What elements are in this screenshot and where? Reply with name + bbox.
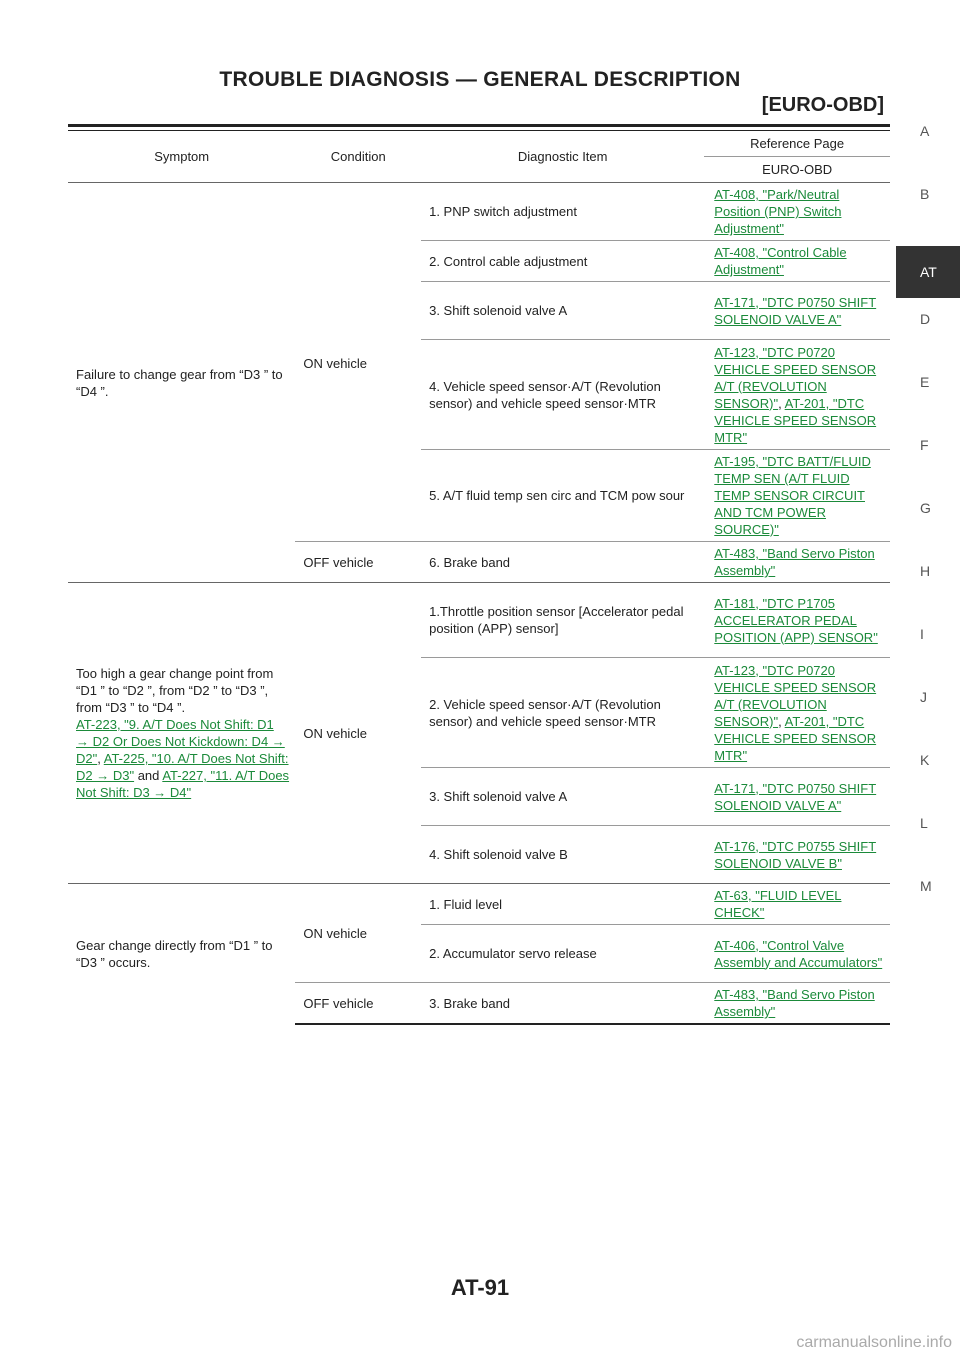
and-text: and [137, 768, 160, 783]
diagnostic-cell: 3. Shift solenoid valve A [421, 281, 705, 340]
table-row: 3. Shift solenoid valve A AT-171, "DTC P… [68, 281, 890, 340]
reference-link[interactable]: AT-201, "DTC VEHICLE SPEED SENSOR MTR" [714, 395, 877, 445]
diagnostic-cell: 1. Fluid level [421, 883, 705, 925]
reference-link[interactable]: AT-223, "9. A/T Does Not Shift: D1 → D2 … [76, 717, 285, 766]
reference-link[interactable]: AT-123, "DTC P0720 VEHICLE SPEED SENSOR … [714, 344, 877, 411]
col-reference: Reference Page [704, 131, 890, 157]
table-row: 4. Vehicle speed sensor·A/T (Revolution … [68, 339, 890, 450]
tab-f[interactable]: F [920, 437, 929, 453]
table-row: 2. Vehicle speed sensor·A/T (Revolution … [68, 657, 890, 768]
tab-a[interactable]: A [920, 123, 930, 139]
watermark: carmanualsonline.info [796, 1334, 952, 1351]
diagnostic-cell: 1. PNP switch adjustment [421, 182, 705, 241]
table-row: Gear change directly from “D1 ” to “D3 ”… [68, 883, 890, 1024]
tab-j[interactable]: J [920, 689, 927, 705]
header-rule [68, 124, 890, 127]
header-row: Symptom Condition Diagnostic Item Refere… [68, 131, 890, 183]
tab-k[interactable]: K [920, 752, 930, 768]
reference-link[interactable]: AT-63, "FLUID LEVEL CHECK" [714, 888, 842, 920]
table-row: 2. Accumulator servo release AT-406, "Co… [68, 924, 890, 983]
tab-e[interactable]: E [920, 374, 930, 390]
condition-cell: OFF vehicle [295, 541, 422, 583]
col-condition: Condition [295, 131, 422, 183]
page-number: AT-91 [450, 1275, 510, 1300]
diagnostic-cell: 2. Vehicle speed sensor·A/T (Revolution … [421, 657, 705, 768]
page-subtitle: [EURO-OBD] [761, 94, 884, 116]
header-rule-thin [68, 130, 890, 131]
condition-cell: ON vehicle [295, 883, 422, 983]
reference-link[interactable]: AT-195, "DTC BATT/FLUID TEMP SEN (A/T FL… [714, 454, 871, 537]
diagnostic-cell: 6. Brake band [421, 541, 705, 583]
reference-link[interactable]: AT-483, "Band Servo Piston Assembly" [714, 987, 875, 1019]
condition-cell: OFF vehicle [295, 982, 422, 1025]
condition-cell: ON vehicle [295, 582, 422, 884]
diagnostic-cell: 2. Accumulator servo release [421, 924, 705, 983]
table-row: 5. A/T fluid temp sen circ and TCM pow s… [68, 449, 890, 542]
reference-link[interactable]: AT-225, "10. A/T Does Not Shift: D2 → D3… [76, 751, 289, 783]
page-title: TROUBLE DIAGNOSIS — GENERAL DESCRIPTION [219, 68, 741, 91]
reference-link[interactable]: AT-406, "Control Valve Assembly and Accu… [714, 937, 883, 970]
reference-link[interactable]: AT-171, "DTC P0750 SHIFT SOLENOID VALVE … [714, 294, 877, 327]
table-row: 2. Control cable adjustment AT-408, "Con… [68, 240, 890, 282]
condition-cell: ON vehicle [295, 182, 422, 542]
symptom-text: Too high a gear change point from “D1 ” … [76, 666, 274, 715]
tab-b[interactable]: B [920, 186, 930, 202]
tab-d[interactable]: D [920, 311, 931, 327]
table-row: Too high a gear change point from “D1 ” … [68, 582, 890, 884]
diagnostic-cell: 3. Shift solenoid valve A [421, 767, 705, 826]
col-diagnostic: Diagnostic Item [421, 131, 705, 183]
tab-i[interactable]: I [920, 626, 924, 642]
diagnostic-cell: 1.Throttle position sensor [Accelerator … [421, 582, 705, 658]
tab-at[interactable]: AT [896, 246, 960, 298]
table-row: OFF vehicle 3. Brake band AT-483, "Band … [68, 982, 890, 1025]
reference-link[interactable]: AT-123, "DTC P0720 VEHICLE SPEED SENSOR … [714, 662, 877, 729]
section-tabs: A B AT D E F G H I J K L M [896, 120, 960, 938]
diagnostic-cell: 5. A/T fluid temp sen circ and TCM pow s… [421, 449, 705, 542]
reference-link[interactable]: AT-171, "DTC P0750 SHIFT SOLENOID VALVE … [714, 780, 877, 813]
table-row: Failure to change gear from “D3 ” to “D4… [68, 182, 890, 583]
diagnostic-cell: 3. Brake band [421, 982, 705, 1025]
diagnosis-table: Symptom Condition Diagnostic Item Refere… [68, 131, 890, 1025]
tab-g[interactable]: G [920, 500, 931, 516]
reference-link[interactable]: AT-181, "DTC P1705 ACCELERATOR PEDAL POS… [714, 595, 878, 645]
tab-l[interactable]: L [920, 815, 928, 831]
tab-m[interactable]: M [920, 878, 932, 894]
reference-link[interactable]: AT-176, "DTC P0755 SHIFT SOLENOID VALVE … [714, 838, 877, 871]
table-row: 3. Shift solenoid valve A AT-171, "DTC P… [68, 767, 890, 826]
table-row: 4. Shift solenoid valve B AT-176, "DTC P… [68, 825, 890, 884]
symptom-cell: Failure to change gear from “D3 ” to “D4… [68, 182, 296, 583]
diagnostic-cell: 2. Control cable adjustment [421, 240, 705, 282]
diagnostic-cell: 4. Shift solenoid valve B [421, 825, 705, 884]
tab-h[interactable]: H [920, 563, 931, 579]
reference-link[interactable]: AT-483, "Band Servo Piston Assembly" [714, 546, 875, 578]
symptom-cell: Too high a gear change point from “D1 ” … [68, 582, 296, 884]
reference-link[interactable]: AT-201, "DTC VEHICLE SPEED SENSOR MTR" [714, 713, 877, 763]
reference-link[interactable]: AT-408, "Park/Neutral Position (PNP) Swi… [714, 187, 842, 236]
symptom-cell: Gear change directly from “D1 ” to “D3 ”… [68, 883, 296, 1024]
diagnostic-cell: 4. Vehicle speed sensor·A/T (Revolution … [421, 339, 705, 450]
table-row: OFF vehicle 6. Brake band AT-483, "Band … [68, 541, 890, 583]
col-symptom: Symptom [68, 131, 296, 183]
reference-link[interactable]: AT-227, "11. A/T Does Not Shift: D3 → D4… [76, 768, 290, 800]
reference-link[interactable]: AT-408, "Control Cable Adjustment" [714, 245, 847, 277]
col-reference-sub: EURO-OBD [704, 156, 890, 183]
